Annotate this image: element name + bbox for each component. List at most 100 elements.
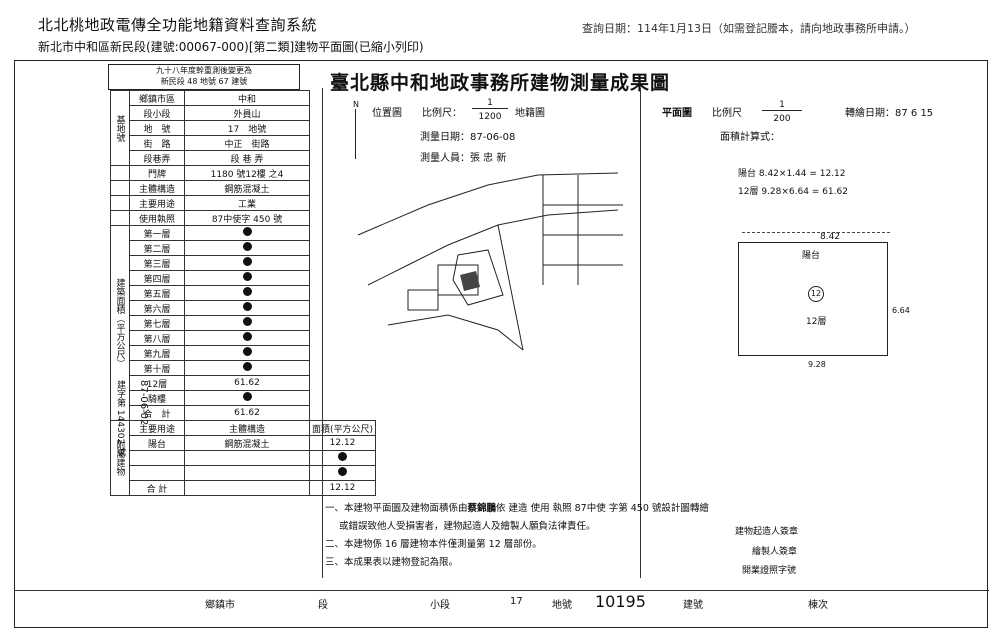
surveyor: 測量人員：張 忠 新 [420, 153, 507, 164]
floor-value [184, 225, 310, 241]
floor-name: 12層 [129, 375, 185, 391]
top-note-line2: 新民段 48 地號 67 建號 [160, 77, 248, 86]
info-value: 鋼筋混凝土 [184, 180, 310, 196]
bottom-lot-label: 地號 [552, 600, 572, 611]
filled-dot [338, 467, 348, 476]
note-2: 二、本建物係 16 層建物本件僅測量第 12 層部份。 [325, 539, 542, 550]
scale-label: 比例尺： [422, 108, 462, 119]
filled-dot [242, 257, 252, 266]
floor-value [184, 345, 310, 361]
annex-header: 主要用途 [129, 420, 185, 436]
floor-name: 第二層 [129, 240, 185, 256]
plan-scale-label: 比例尺 [712, 108, 742, 119]
top-note-line1: 九十八年度幹重測後變更為 [156, 66, 252, 75]
filled-dot [242, 272, 252, 281]
filled-dot [242, 347, 252, 356]
base-label: 基地號 [110, 90, 130, 166]
plan-dim-right: 6.64 [892, 306, 910, 315]
floor-row: 第六層 [111, 300, 376, 316]
plan-balcony-label: 陽台 [802, 251, 821, 261]
document-frame [14, 60, 988, 628]
plan-label: 平面圖 [662, 108, 692, 119]
plan-scale-numerator: 1 [762, 100, 802, 111]
floor-name: 第八層 [129, 330, 185, 346]
info-value: 中和 [184, 90, 310, 106]
annex-struct: 鋼筋混凝土 [184, 435, 310, 451]
filled-dot [242, 242, 252, 251]
survey-date: 測量日期：87-06-08 [420, 132, 516, 143]
floor-row: 第九層 [111, 345, 376, 361]
floor-row: 第四層 [111, 270, 376, 286]
plan-floor-outline [738, 242, 888, 356]
info-value: 段 巷 弄 [184, 150, 310, 166]
scale-denominator: 1200 [478, 112, 502, 122]
info-row: 街 路中正 街路 [111, 135, 376, 151]
column-divider [322, 88, 323, 578]
note-1a: 一、本建物平面圖及建物面積係由 [325, 503, 468, 514]
floor-name: 第六層 [129, 300, 185, 316]
filled-dot [242, 227, 252, 236]
bottom-subsection: 小段 [430, 600, 450, 611]
floor-row: 第三層 [111, 255, 376, 271]
floor-name: 第四層 [129, 270, 185, 286]
bottom-section: 段 [318, 600, 328, 611]
bottom-sheet: 棟次 [808, 600, 828, 611]
info-key: 使用執照 [129, 210, 185, 226]
bottom-township: 鄉鎮市 [205, 600, 235, 611]
info-key: 街 路 [129, 135, 185, 151]
info-row: 主體構造鋼筋混凝土 [110, 180, 376, 196]
info-value: 17 地號 [184, 120, 310, 136]
floor-value [184, 300, 310, 316]
annex-total: 12.12 [308, 480, 377, 496]
floor-name: 第七層 [129, 315, 185, 331]
stair-label: 騎樓 [129, 390, 185, 406]
info-value: 1180 號12樓 之4 [184, 165, 310, 181]
total-value: 61.62 [184, 405, 310, 421]
system-title: 北北桃地政電傳全功能地籍資料查詢系統 [38, 16, 318, 34]
info-key: 主體構造 [129, 180, 185, 196]
info-key: 門牌 [129, 165, 185, 181]
note-1-name: 蔡錦鵬 [467, 503, 497, 514]
plan-floor-label: 12層 [806, 317, 827, 327]
info-row: 主要用途工業 [110, 195, 376, 211]
bottom-divider [14, 590, 989, 591]
column-divider [640, 88, 641, 578]
floor-name: 第九層 [129, 345, 185, 361]
annex-use: 陽台 [129, 435, 185, 451]
filled-dot [242, 302, 252, 311]
top-note: 九十八年度幹重測後變更為 新民段 48 地號 67 建號 [108, 64, 300, 90]
signature-builder: 建物起造人簽章 [735, 527, 799, 537]
plan-dim-top: 8.42 [820, 232, 841, 242]
floor-row: 第五層 [111, 285, 376, 301]
plan-balcony-outline [742, 232, 890, 261]
info-row: 段巷弄段 巷 弄 [111, 150, 376, 166]
transfer-date: 轉繪日期：87 6 15 [845, 108, 934, 119]
filled-dot [242, 362, 252, 371]
filled-dot [242, 392, 252, 401]
query-date: 查詢日期：114年1月13日（如需登記謄本，請向地政事務所申請。） [582, 22, 916, 35]
bottom-lot-no: 17 [510, 596, 523, 607]
info-key: 段巷弄 [129, 150, 185, 166]
info-key: 主要用途 [129, 195, 185, 211]
info-value: 中正 街路 [184, 135, 310, 151]
filled-dot [242, 332, 252, 341]
floor-value [184, 255, 310, 271]
plan-dim-bottom: 9.28 [808, 360, 826, 369]
annex-area: 12.12 [308, 435, 377, 451]
floor-name: 第十層 [129, 360, 185, 376]
calc-balcony: 陽台 8.42×1.44 = 12.12 [738, 169, 846, 179]
floor-value [184, 360, 310, 376]
plan-floor-circle: 12 [808, 286, 824, 302]
total-label: 合 計 [129, 405, 185, 421]
note-3: 三、本成果表以建物登記為限。 [325, 557, 459, 568]
floor-value [184, 330, 310, 346]
document-subtitle: 新北市中和區新民段(建號:00067-000)[第二類]建物平面圖(已縮小列印) [38, 40, 424, 54]
floor-row: 第八層 [111, 330, 376, 346]
info-value: 87中使字 450 號 [184, 210, 310, 226]
filled-dot [242, 287, 252, 296]
area-calc-label: 面積計算式： [720, 132, 780, 143]
